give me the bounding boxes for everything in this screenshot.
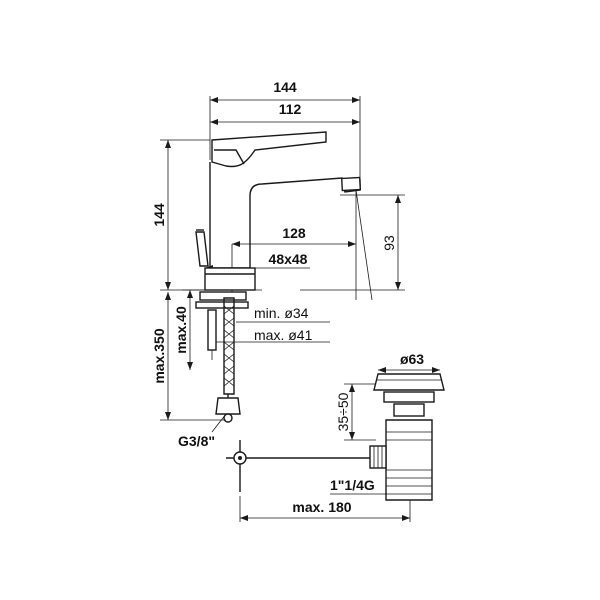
- popup-rod: [226, 440, 380, 492]
- dimension-rod-length: max. 180: [239, 496, 410, 522]
- dim-label-max-180: max. 180: [292, 499, 351, 515]
- dimension-overall-height: 144: [151, 139, 210, 291]
- dim-label-max-41: max. ø41: [254, 327, 313, 343]
- dim-label-128: 128: [282, 225, 306, 241]
- dim-label-144-top: 144: [273, 79, 297, 95]
- drain-waste: [369, 373, 445, 522]
- dimension-hose-length: max.350: [151, 292, 226, 421]
- faucet-body: [195, 131, 362, 291]
- dimension-max-depth: max.40: [173, 290, 193, 370]
- dim-label-93: 93: [381, 235, 397, 251]
- fixing-assembly: [195, 291, 249, 423]
- dimension-overall-width: 144: [209, 79, 361, 180]
- hole-diameter-labels: min. ø34 max. ø41: [216, 305, 330, 343]
- dimension-spout-offset: 128: [231, 189, 373, 301]
- drain-thread-callout: 1"1/4G: [330, 477, 386, 495]
- dim-label-35-50: 35÷50: [335, 392, 351, 431]
- dim-label-48x48: 48x48: [269, 251, 308, 267]
- dim-label-112: 112: [279, 101, 302, 117]
- dim-label-144-left: 144: [151, 203, 167, 227]
- dim-label-1-1-4g: 1"1/4G: [330, 477, 375, 493]
- dim-label-min-34: min. ø34: [254, 305, 309, 321]
- hose-thread-callout: G3/8": [178, 413, 227, 449]
- dim-label-max40: max.40: [173, 306, 189, 354]
- dimension-spout-reach: 112: [210, 101, 360, 125]
- dimension-drain-diameter: ø63: [378, 351, 440, 373]
- dim-label-63: ø63: [400, 351, 424, 367]
- dimension-drain-range: 35÷50: [335, 383, 376, 441]
- dimension-spout-height: 93: [300, 194, 405, 291]
- dim-label-g38: G3/8": [178, 433, 215, 449]
- dim-label-max350: max.350: [151, 328, 167, 383]
